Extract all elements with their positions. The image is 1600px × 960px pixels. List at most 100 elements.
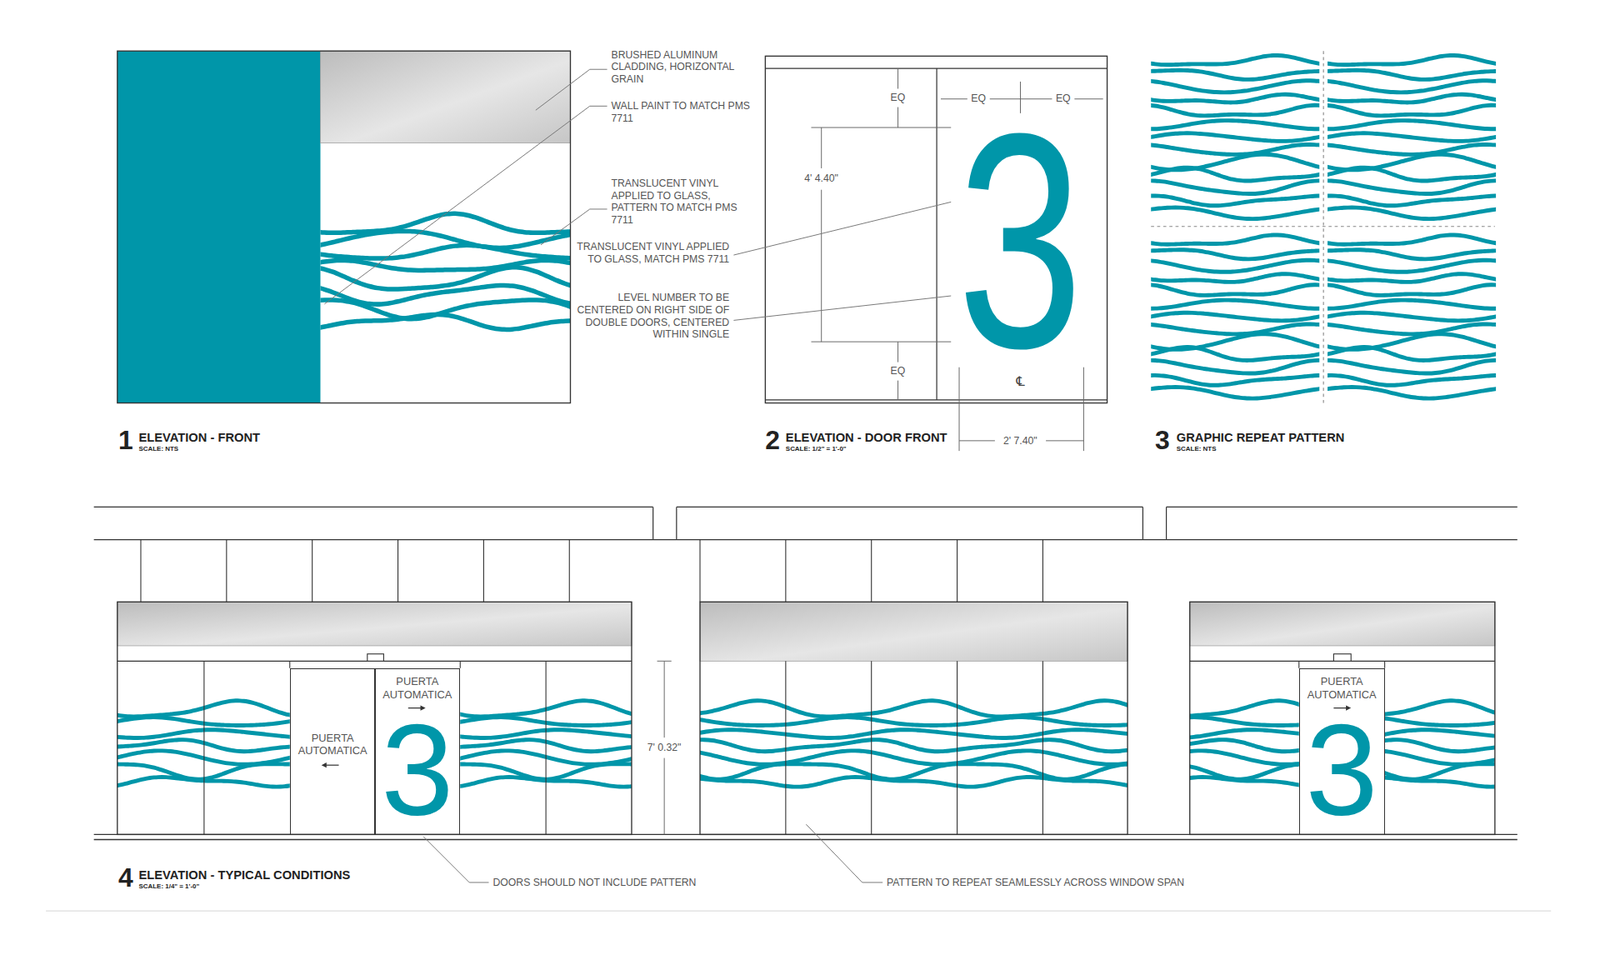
wave-line (700, 700, 1128, 717)
wave-line (320, 213, 570, 233)
dimension-line (820, 127, 822, 169)
door-operator (367, 654, 385, 662)
wave-line (117, 764, 290, 780)
wave-line (1150, 133, 1320, 142)
wave-line (1327, 347, 1496, 361)
wave-line (1150, 70, 1320, 80)
dimension-line (897, 107, 899, 128)
callout-note: WALL PAINT TO MATCH PMS 7711 (610, 100, 760, 125)
canopy-line (1165, 506, 1167, 540)
wave-line (1385, 777, 1495, 788)
wave-line (1327, 260, 1496, 272)
wave-line (1327, 324, 1496, 335)
extension-line (959, 367, 960, 451)
callout-note: BRUSHED ALUMINUM CLADDING, HORIZONTAL GR… (610, 49, 760, 86)
wave-line (1327, 250, 1496, 260)
wave-line (1150, 360, 1320, 374)
wave-line (1327, 105, 1496, 116)
level-number: 3 (1300, 716, 1385, 821)
leader-line (535, 69, 608, 110)
wave-pattern (700, 700, 1128, 787)
wave-line (1150, 250, 1320, 260)
view-scale: SCALE: 1/4" = 1'-0" (139, 883, 200, 890)
wave-line (700, 750, 1128, 765)
elevation-typical (94, 506, 1518, 883)
leader-line (805, 824, 883, 883)
mullion (870, 660, 872, 835)
wave-line (320, 245, 570, 259)
dimension: EQ (890, 91, 906, 105)
arrow-head (321, 762, 327, 768)
transom-mullion (569, 540, 570, 603)
aluminum-cladding (117, 601, 632, 646)
view-number: 4 (118, 867, 134, 889)
wave-line (1190, 700, 1300, 717)
dimension-line (1074, 98, 1103, 100)
wave-line (700, 717, 1128, 726)
wave-line (1327, 285, 1496, 296)
door-meeting-stile (935, 68, 937, 400)
leader-line (540, 209, 608, 245)
arrow-head (1345, 705, 1351, 710)
wave-line (1150, 195, 1320, 206)
wave-line (1327, 70, 1496, 80)
door-operator (1333, 654, 1351, 662)
dimension: 7' 0.32" (645, 741, 684, 755)
graphic-repeat-pattern (1142, 50, 1503, 403)
view-title: ELEVATION - FRONT (139, 431, 261, 445)
canopy-line (652, 506, 654, 540)
wave-line (1327, 94, 1496, 103)
extension-line (810, 341, 951, 343)
canopy-line (94, 539, 1518, 540)
mullion (1298, 660, 1300, 669)
wave-line (1327, 120, 1496, 130)
tile-seam (1323, 50, 1325, 403)
wave-line (1327, 312, 1496, 321)
arrow-shaft (325, 765, 340, 766)
wave-pattern (1150, 55, 1320, 219)
wave-line (700, 777, 1128, 788)
wave-pattern (117, 700, 290, 787)
dimension-line (897, 68, 899, 89)
wave-pattern (320, 213, 570, 330)
wave-line (1150, 144, 1320, 155)
view-number: 3 (1155, 430, 1170, 451)
wave-line (1150, 260, 1320, 272)
mullion (545, 660, 547, 835)
wave-line (117, 777, 290, 788)
transom-mullion (1042, 540, 1044, 603)
dimension: EQ (970, 92, 986, 105)
transom-mullion (483, 540, 485, 603)
wave-line (700, 740, 1128, 752)
level-number: 3 (375, 716, 460, 821)
door-label: PUERTA AUTOMATICA (290, 731, 375, 758)
view-scale: SCALE: 1/2" = 1'-0" (785, 445, 847, 453)
dimension-line (664, 660, 665, 738)
dimension-line (990, 98, 1053, 100)
dimension: 4' 4.40" (802, 172, 840, 185)
wave-line (117, 730, 290, 739)
callout-note: PATTERN TO REPEAT SEAMLESSLY ACROSS WIND… (886, 876, 1185, 890)
wave-line (1150, 312, 1320, 321)
sheet-border (45, 910, 1551, 912)
view-title: ELEVATION - TYPICAL CONDITIONS (139, 869, 351, 882)
painted-wall (117, 50, 321, 403)
wave-line (1327, 133, 1496, 142)
transom-mullion (870, 540, 872, 603)
canopy-line (675, 506, 677, 540)
canopy-line (1166, 506, 1518, 508)
view-number: 2 (765, 430, 780, 451)
wave-line (1190, 750, 1300, 765)
transom-mullion (225, 540, 227, 603)
dimension-line (820, 190, 822, 342)
wave-line (1150, 387, 1320, 400)
door-leaf: PUERTA AUTOMATICA3 (1299, 668, 1385, 835)
wave-line (1327, 387, 1496, 400)
transom-mullion (699, 540, 700, 603)
door-frame (765, 55, 1107, 403)
dimension-line (664, 758, 665, 835)
mullion (1384, 660, 1385, 669)
wave-line (1150, 300, 1320, 309)
wave-line (1327, 180, 1496, 195)
dimension-line (897, 341, 899, 362)
